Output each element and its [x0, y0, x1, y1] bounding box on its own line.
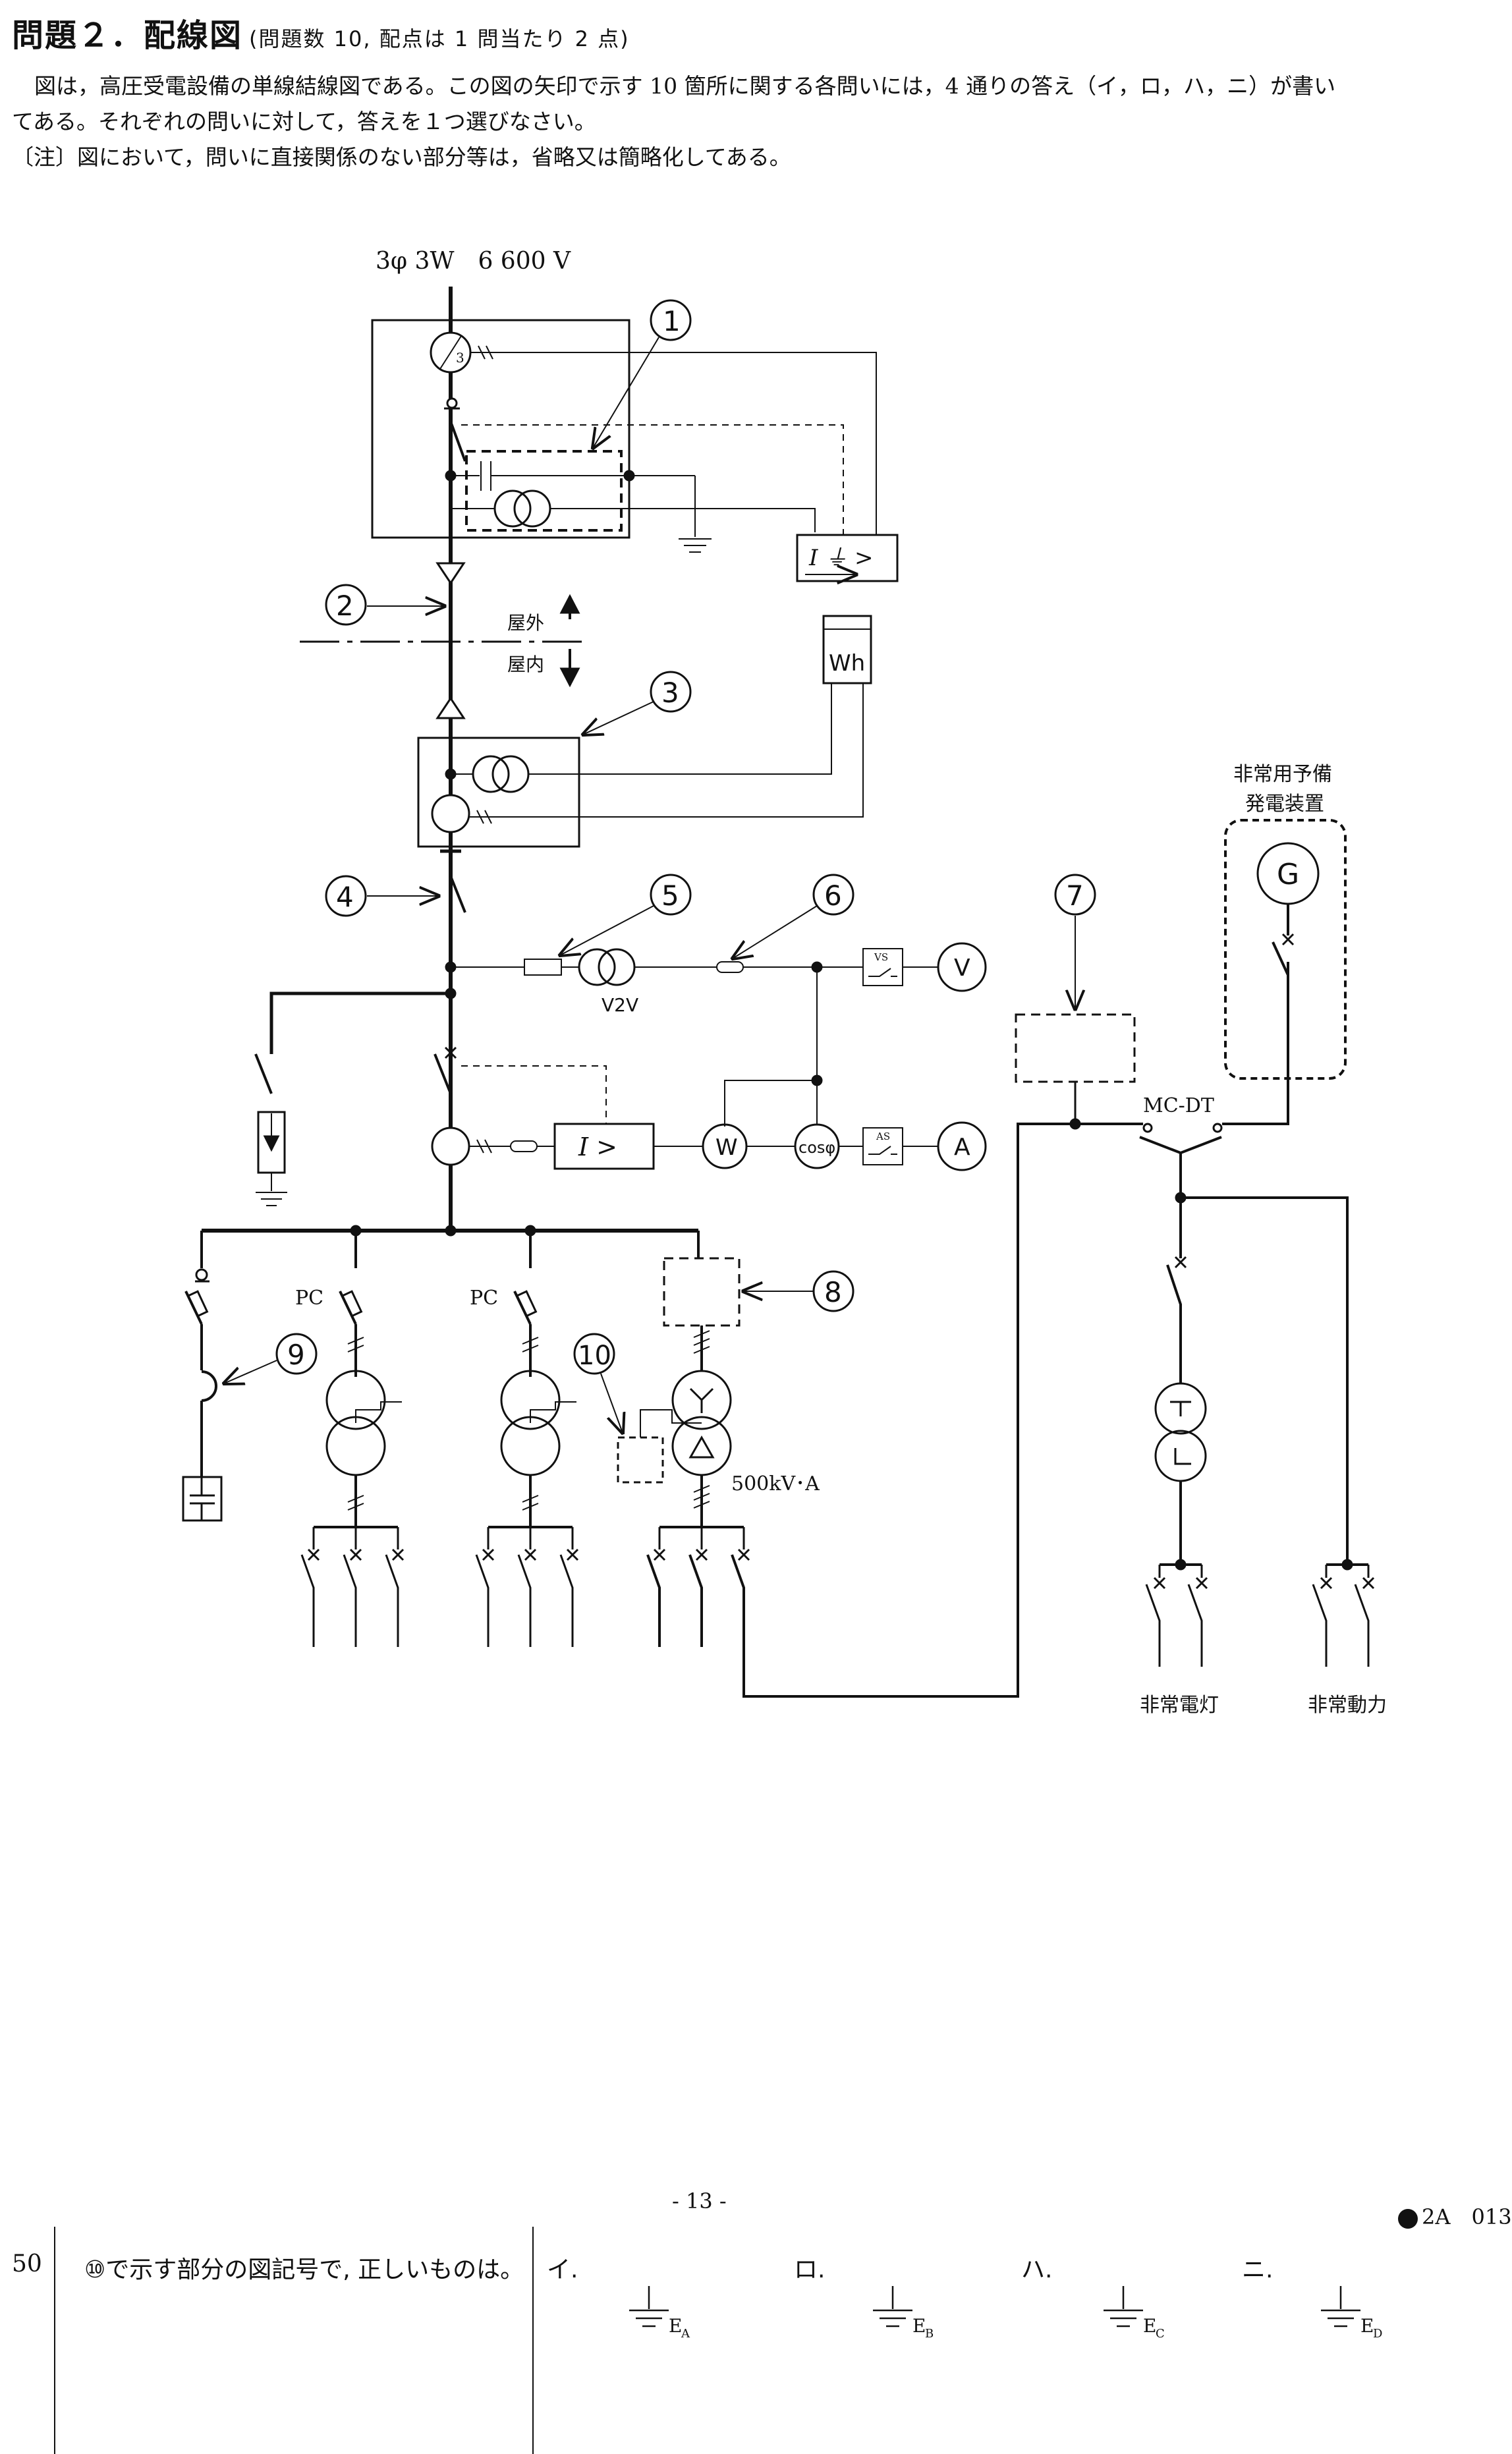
page-title: 問題２．配線図(問題数 10, 配点は 1 問当たり 2 点)	[12, 9, 630, 55]
svg-text:9: 9	[287, 1339, 305, 1371]
pc-label-2: PC	[470, 1287, 498, 1310]
mcdt-label: MC-DT	[1143, 1094, 1214, 1117]
option-ro[interactable]: ロ.	[794, 2250, 825, 2285]
vct-box	[417, 737, 580, 848]
voltmeter	[937, 942, 987, 992]
ground-relay-label: I ⏚ >	[808, 545, 874, 571]
question-text: ⑩で示す部分の図記号で, 正しいものは。	[84, 2256, 524, 2283]
svg-text:8: 8	[824, 1276, 842, 1308]
exam-code: 2A 013	[1398, 2200, 1512, 2231]
page-number: - 13 -	[672, 2189, 727, 2214]
outdoor-label: 屋外	[507, 612, 544, 634]
e-sub-b: B	[925, 2327, 934, 2341]
svg-text:6: 6	[824, 879, 842, 912]
ocr-label: I >	[578, 1132, 617, 1161]
wh-meter	[822, 615, 872, 684]
ground-icon-b	[873, 2286, 912, 2328]
svg-text:10: 10	[578, 1341, 611, 1371]
voltmeter-label: V	[954, 955, 970, 982]
ammeter	[937, 1121, 987, 1171]
svg-text:5: 5	[661, 879, 679, 912]
gen-label-2: 発電装置	[1245, 793, 1324, 816]
question-number: 50	[12, 2250, 42, 2277]
e-label-c: E	[1143, 2315, 1156, 2337]
supply-label: 3φ 3W 6 600 V	[376, 248, 571, 275]
generator-dashed-box	[1224, 819, 1347, 1080]
ground-icon-d	[1321, 2286, 1360, 2328]
answer-row: 50 ⑩で示す部分の図記号で, 正しいものは。 イ. ロ. ハ. ニ. E A …	[0, 2227, 1501, 2454]
single-line-diagram: 3φ 3W 6 600 V 3 I ⏚	[182, 248, 1387, 1717]
e-sub-a: A	[681, 2327, 690, 2341]
e-label-a: E	[669, 2315, 682, 2337]
indoor-label: 屋内	[507, 654, 544, 675]
intro-line-1: 図は，高圧受電設備の単線結線図である。この図の矢印で示す 10 箇所に関する各問…	[34, 73, 1336, 99]
gen-label-1: 非常用予備	[1233, 763, 1332, 786]
svg-text:3: 3	[661, 677, 679, 709]
wh-label: Wh	[829, 650, 865, 677]
e-sub-d: D	[1373, 2327, 1382, 2341]
svg-text:2: 2	[336, 590, 354, 622]
option-ha[interactable]: ハ.	[1021, 2250, 1052, 2285]
kva-label: 500kV･A	[731, 1472, 820, 1495]
as-label: AS	[876, 1130, 890, 1142]
option-label: イ.	[547, 2256, 578, 2283]
e-label-b: E	[912, 2315, 926, 2337]
intro-note: 〔注〕図において，問いに直接関係のない部分等は，省略又は簡略化してある。	[12, 144, 791, 170]
e-label-d: E	[1360, 2315, 1374, 2337]
v2v-label: V2V	[602, 994, 638, 1016]
pf-label: cosφ	[798, 1138, 835, 1157]
e-sub-c: C	[1156, 2327, 1165, 2341]
vs-label: VS	[874, 951, 888, 963]
option-ni[interactable]: ニ.	[1242, 2250, 1273, 2285]
zpd-dashed-box	[465, 450, 623, 532]
pc-label-1: PC	[295, 1287, 323, 1310]
ct-mark: 3	[456, 350, 464, 366]
option-label: ロ.	[794, 2256, 826, 2283]
emergency-power-label: 非常動力	[1308, 1694, 1387, 1717]
option-label: ハ.	[1021, 2256, 1053, 2283]
title-subtitle: (問題数 10, 配点は 1 問当たり 2 点)	[249, 26, 630, 51]
item-8-dashed-box	[663, 1257, 741, 1327]
divider	[54, 2227, 55, 2454]
ammeter-label: A	[954, 1134, 970, 1161]
divider	[532, 2227, 534, 2454]
pas-box	[371, 319, 630, 539]
intro-text: 図は，高圧受電設備の単線結線図である。この図の矢印で示す 10 箇所に関する各問…	[12, 69, 1461, 175]
item-10-dashed-box	[617, 1436, 664, 1484]
ground-icon-a	[629, 2286, 669, 2328]
wattmeter-label: W	[715, 1134, 738, 1161]
exam-code-text: 2A 013	[1422, 2204, 1512, 2229]
option-label: ニ.	[1242, 2256, 1274, 2283]
svg-text:1: 1	[663, 305, 681, 337]
intro-line-2: てある。それぞれの問いに対して，答えを１つ選びなさい。	[12, 109, 596, 134]
svg-text:4: 4	[336, 881, 354, 913]
item-7-dashed-box	[1015, 1013, 1136, 1083]
ground-icon-c	[1104, 2286, 1143, 2328]
emergency-light-label: 非常電灯	[1140, 1694, 1219, 1717]
option-i[interactable]: イ.	[547, 2250, 578, 2285]
generator-label: G	[1277, 858, 1299, 891]
svg-text:7: 7	[1066, 879, 1084, 912]
ground-symbols: E A E B E C E D	[629, 2286, 1382, 2341]
title-main: 問題２．配線図	[12, 17, 243, 54]
bullet-icon	[1398, 2208, 1418, 2229]
